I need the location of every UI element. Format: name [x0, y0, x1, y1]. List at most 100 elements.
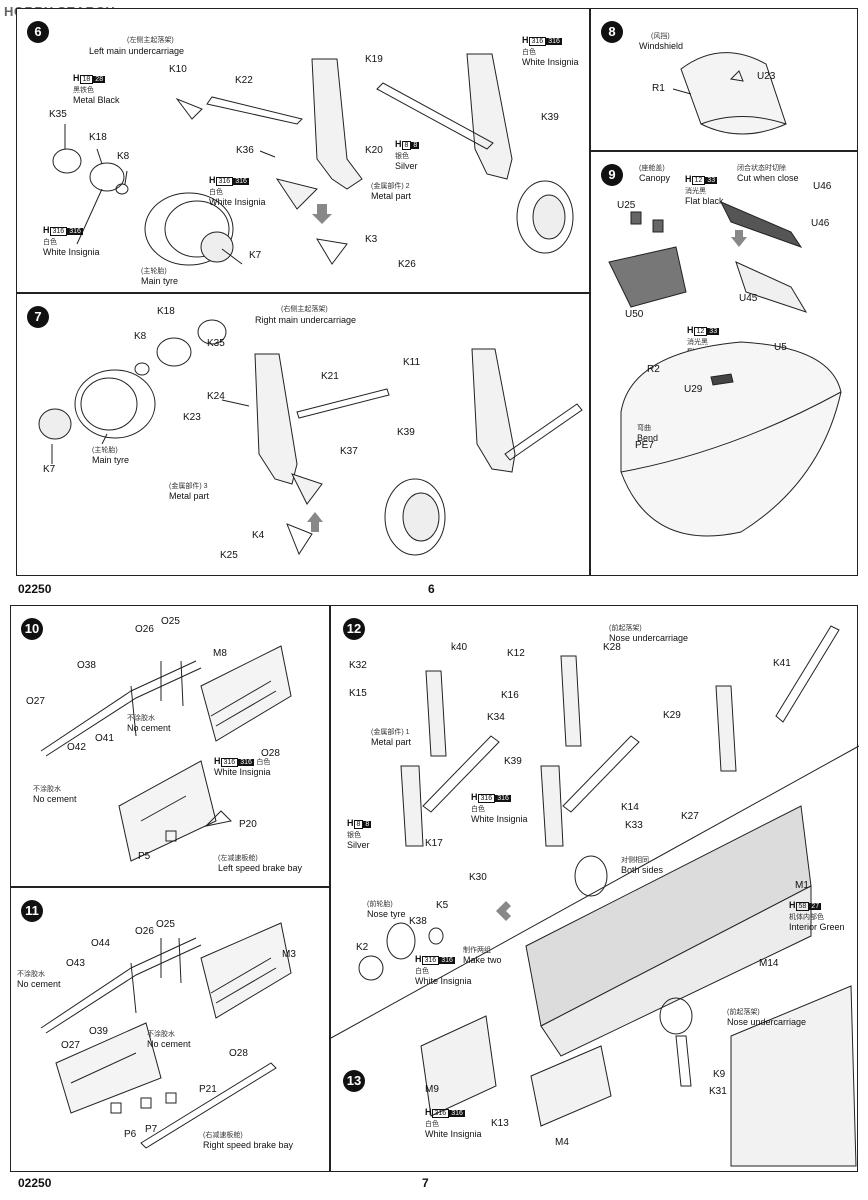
step-title: Left main undercarriage	[89, 46, 185, 56]
part-label: K19	[365, 54, 383, 65]
step-6-panel: 6 (左侧主起落架) Left main undercarriage	[16, 8, 590, 293]
part-label: R2	[647, 364, 660, 375]
part-label: O26	[135, 624, 154, 635]
tyre-note: (主轮胎)Main tyre	[141, 268, 179, 287]
canopy-note: (座舱盖)Canopy	[639, 165, 671, 184]
part-label: P7	[145, 1124, 158, 1135]
part-label: K12	[507, 648, 525, 659]
part-label: O27	[61, 1040, 80, 1051]
part-label: P21	[199, 1084, 217, 1095]
part-label: K28	[603, 642, 621, 653]
part-label: P5	[138, 851, 151, 862]
part-label: K2	[356, 942, 369, 953]
step-11-illustration	[40, 922, 292, 1149]
bay-note: (左减速板舱)Left speed brake bay	[218, 855, 303, 874]
part-label: O26	[135, 926, 154, 937]
part-label: U23	[757, 71, 776, 82]
step-number: 8	[601, 21, 623, 43]
step-10-illustration	[40, 645, 292, 862]
part-label: P20	[239, 819, 257, 830]
part-label: K16	[501, 690, 519, 701]
part-label: K30	[469, 872, 487, 883]
part-label: K22	[235, 75, 253, 86]
step-title-cn: (风挡)	[651, 33, 670, 40]
step-12-13-panel: 12 (前起落架)Nose undercarriage 13	[330, 605, 859, 1172]
part-label: K37	[340, 446, 358, 457]
part-label: K14	[621, 802, 639, 813]
part-label: O25	[161, 616, 180, 627]
part-label: K35	[207, 338, 225, 349]
tyre-note: (主轮胎)Main tyre	[92, 447, 130, 466]
part-label: K21	[321, 371, 339, 382]
part-label: K7	[43, 464, 56, 475]
part-label: K24	[207, 391, 225, 402]
part-label: K18	[157, 306, 175, 317]
part-label: K7	[249, 250, 262, 261]
nose-note: (前起落架)Nose undercarriage	[727, 1009, 807, 1028]
part-label: K15	[349, 688, 367, 699]
part-label: U50	[625, 309, 644, 320]
step-7-illustration	[38, 319, 583, 556]
part-label: K9	[713, 1069, 726, 1080]
part-label: K11	[403, 357, 421, 368]
part-label: O39	[89, 1026, 108, 1037]
step-title: (前起落架)Nose undercarriage	[609, 625, 689, 644]
part-label: K32	[349, 660, 367, 671]
part-label: M3	[282, 949, 296, 960]
part-label: K20	[365, 145, 383, 156]
part-label: U46	[813, 181, 832, 192]
part-label: K39	[504, 756, 522, 767]
part-label: K41	[773, 658, 791, 669]
part-label: K35	[49, 109, 67, 120]
step-12-13-illustration	[331, 625, 859, 1167]
page-number: 7	[422, 1176, 429, 1190]
part-label: K33	[625, 820, 643, 831]
part-label: O25	[156, 919, 175, 930]
part-label: R1	[652, 83, 665, 94]
part-label: O41	[95, 733, 114, 744]
step-title: Right main undercarriage	[255, 315, 357, 325]
part-label: PE7	[635, 440, 654, 451]
part-label: U46	[811, 218, 830, 229]
part-label: K5	[436, 900, 449, 911]
part-label: M8	[213, 648, 227, 659]
step-7-panel: 7 (右侧主起落架) Right main undercarriage K18 …	[16, 293, 590, 576]
part-label: M9	[425, 1084, 439, 1095]
part-label: K34	[487, 712, 505, 723]
page-code: 02250	[18, 582, 52, 596]
part-label: K38	[409, 916, 427, 927]
part-label: U45	[739, 293, 758, 304]
page-code: 02250	[18, 1176, 52, 1190]
part-label: K25	[220, 550, 238, 561]
part-label: K13	[491, 1118, 509, 1129]
step-number: 10	[21, 618, 43, 640]
part-label: U25	[617, 200, 636, 211]
part-label: O43	[66, 958, 85, 969]
step-10-panel: 10 O26 O25 O38 M8 O27 O42 O41 O28 P20 P5…	[10, 605, 330, 887]
part-label: K4	[252, 530, 265, 541]
step-6-illustration	[52, 53, 574, 266]
part-label: U29	[684, 384, 703, 395]
part-label: K8	[117, 151, 130, 162]
nose-tyre-note: (前轮胎)Nose tyre	[367, 901, 406, 920]
part-label: O28	[261, 748, 280, 759]
part-label: O42	[67, 742, 86, 753]
canopy-illustration	[608, 201, 842, 537]
part-label: O27	[26, 696, 45, 707]
